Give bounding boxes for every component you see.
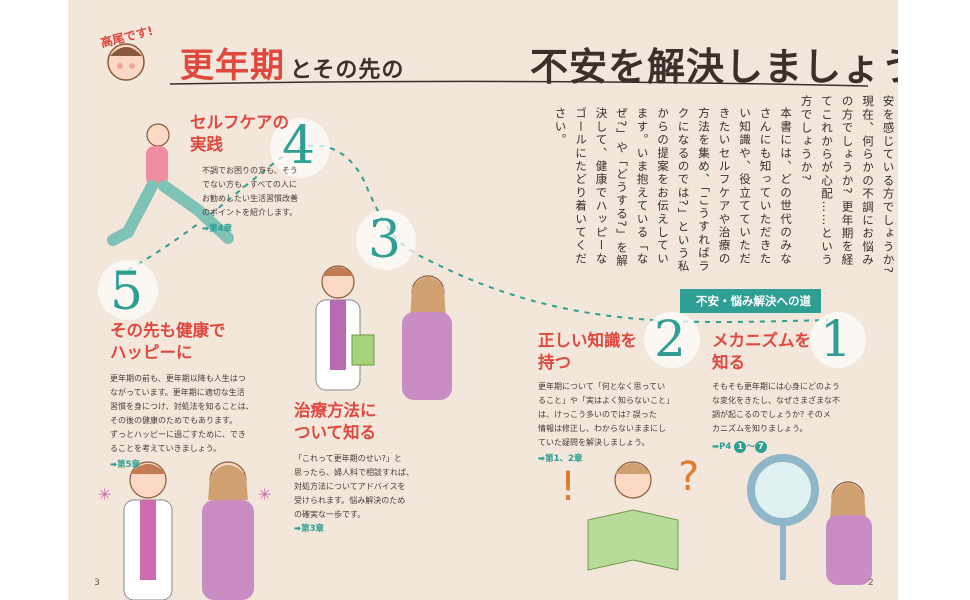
step-1-heading-line-2: 知る	[712, 353, 745, 372]
step-1-number: 1	[820, 310, 852, 368]
step-5-line: 習慣を身につけ、対処法を知ることは、	[110, 402, 254, 411]
step-1-line: な変化をきたし、なぜさまざまな不	[712, 396, 840, 405]
step-5-ref[interactable]: ➡第5章	[110, 460, 141, 470]
step-1-heading-line-1: メカニズムを	[712, 331, 811, 350]
step-4-body: 不調でお困りの方も、そう でない方も、すべての人に お勧めしたい生活習慣改善 の…	[202, 164, 298, 220]
figure-reading-woman: ! ?	[560, 454, 699, 571]
intro-paragraph-2: 本書には、どの世代のみなさんにも知っていただきたい知識や、役立てていただきたいセ…	[553, 107, 794, 274]
figure-doctor-bottom	[123, 461, 173, 600]
number-circle-3	[356, 210, 416, 270]
step-3-line: 対処方法についてアドバイスを	[294, 482, 406, 491]
illustration-layer: ! ? ✳ ✳	[98, 43, 872, 600]
step-3-heading-line-2: ついて知る	[294, 423, 377, 442]
step-3-body: 「これって更年期のせい?」と 思ったら、婦人科で相談すれば、 対処方法についてア…	[294, 452, 414, 522]
page-number-left: 3	[94, 578, 100, 588]
step-3-heading-line-1: 治療方法に	[294, 401, 377, 420]
step-5-line: その後の健康のためでもあります。	[110, 416, 238, 425]
step-1-line: 調が起こるのでしょうか? そのメ	[712, 410, 831, 419]
page-spread: ! ? ✳ ✳ 高尾です! 更年期 とその先の 不	[68, 0, 898, 600]
figure-woman-bottom: ✳ ✳	[98, 461, 271, 600]
svg-text:!: !	[560, 464, 576, 510]
step-5-number: 5	[110, 262, 144, 322]
intro-paragraph-1: 産婦人科医の高尾美穂です。この本を手に取ったあなたは、やがて訪れる更年期に不安を…	[799, 95, 896, 275]
step-1-ref-from: 1	[734, 440, 747, 453]
step-3-heading: 治療方法に ついて知る	[294, 400, 377, 444]
step-2-line: は、けっこう多いのでは? 誤った	[538, 410, 657, 419]
road-ribbon: 不安・悩み解決への道	[680, 289, 821, 313]
step-4-number: 4	[282, 116, 316, 176]
step-4-line: 不調でお困りの方も、そう	[202, 166, 298, 175]
step-3-ref[interactable]: ➡第3章	[294, 524, 325, 534]
step-1-line: カニズムを知りましょう。	[712, 424, 808, 433]
svg-text:?: ?	[678, 454, 699, 500]
step-5-line: ずっとハッピーに過ごすために、でき	[110, 430, 246, 439]
step-3-line: の確実な一歩です。	[294, 510, 366, 519]
figure-stretching-woman	[107, 123, 234, 246]
number-circle-5	[98, 260, 158, 320]
svg-text:✳: ✳	[98, 485, 111, 504]
step-1-line: そもそも更年期には心身にどのよう	[712, 382, 840, 391]
step-2-body: 更年期について「何となく思ってい ること」や「実はよく知らないこと」 は、けっこ…	[538, 380, 674, 450]
step-2-line: 情報は修正し、わからないままにし	[538, 424, 666, 433]
step-1-ref-to: 7	[754, 440, 767, 453]
figure-magnifier-woman	[747, 454, 872, 585]
step-1-ref-prefix: ➡P4	[712, 442, 735, 452]
step-2-number: 2	[654, 310, 686, 368]
svg-text:✳: ✳	[258, 485, 271, 504]
step-4-line: のポイントを紹介します。	[202, 208, 298, 217]
step-5-line: ることを考えていきましょう。	[110, 444, 222, 453]
title-part-2: とその先の	[290, 58, 405, 83]
step-4-heading: セルフケアの 実践	[190, 112, 289, 156]
step-4-heading-line-2: 実践	[190, 135, 223, 154]
step-4-line: お勧めしたい生活習慣改善	[202, 194, 298, 203]
step-5-line: 更年期の前も、更年期以降も人生はつ	[110, 374, 246, 383]
step-2-heading-line-2: 持つ	[538, 353, 571, 372]
step-4-line: でない方も、すべての人に	[202, 180, 297, 189]
number-circle-1	[810, 312, 866, 368]
step-4-heading-line-1: セルフケアの	[190, 113, 289, 132]
title-underline	[169, 80, 869, 87]
step-5-body: 更年期の前も、更年期以降も人生はつ ながっています。更年期に適切な生活 習慣を身…	[110, 372, 254, 456]
step-2-line: ること」や「実はよく知らないこと」	[538, 396, 674, 405]
number-circle-4	[270, 118, 330, 178]
number-circle-2	[644, 312, 700, 368]
step-5-line: ながっています。更年期に適切な生活	[110, 388, 245, 397]
step-4-ref[interactable]: ➡第4章	[202, 224, 233, 234]
title-part-1: 更年期	[180, 46, 285, 86]
step-1-ref[interactable]: ➡P4 1〜7	[712, 440, 767, 453]
step-2-line: ていた疑問を解決しましょう。	[538, 438, 650, 447]
figure-doctor-consult	[315, 265, 375, 391]
title-part-3: 不安を解決しましょう!	[530, 45, 898, 89]
figure-patient-consult	[402, 275, 452, 400]
step-5-heading-line-1: その先も健康で	[110, 321, 226, 340]
avatar-doctor-top	[107, 43, 145, 81]
step-1-heading: メカニズムを 知る	[712, 330, 811, 374]
step-3-line: 思ったら、婦人科で相談すれば、	[294, 468, 414, 477]
step-2-heading-line-1: 正しい知識を	[538, 331, 637, 350]
step-3-line: 受けられます。悩み解決のため	[294, 496, 406, 505]
step-2-line: 更年期について「何となく思ってい	[538, 382, 666, 391]
step-5-heading: その先も健康で ハッピーに	[110, 320, 226, 364]
step-2-ref[interactable]: ➡第1、2章	[538, 454, 583, 464]
step-1-body: そもそも更年期には心身にどのよう な変化をきたし、なぜさまざまな不 調が起こるの…	[712, 380, 840, 436]
step-1-ref-sep: 〜	[746, 442, 755, 452]
step-5-heading-line-2: ハッピーに	[110, 343, 193, 362]
page-number-right: 2	[868, 578, 874, 588]
intro-text: 産婦人科医の高尾美穂です。この本を手に取ったあなたは、やがて訪れる更年期に不安を…	[550, 95, 898, 277]
step-2-heading: 正しい知識を 持つ	[538, 330, 637, 374]
step-3-line: 「これって更年期のせい?」と	[294, 454, 402, 463]
step-3-number: 3	[368, 210, 402, 270]
